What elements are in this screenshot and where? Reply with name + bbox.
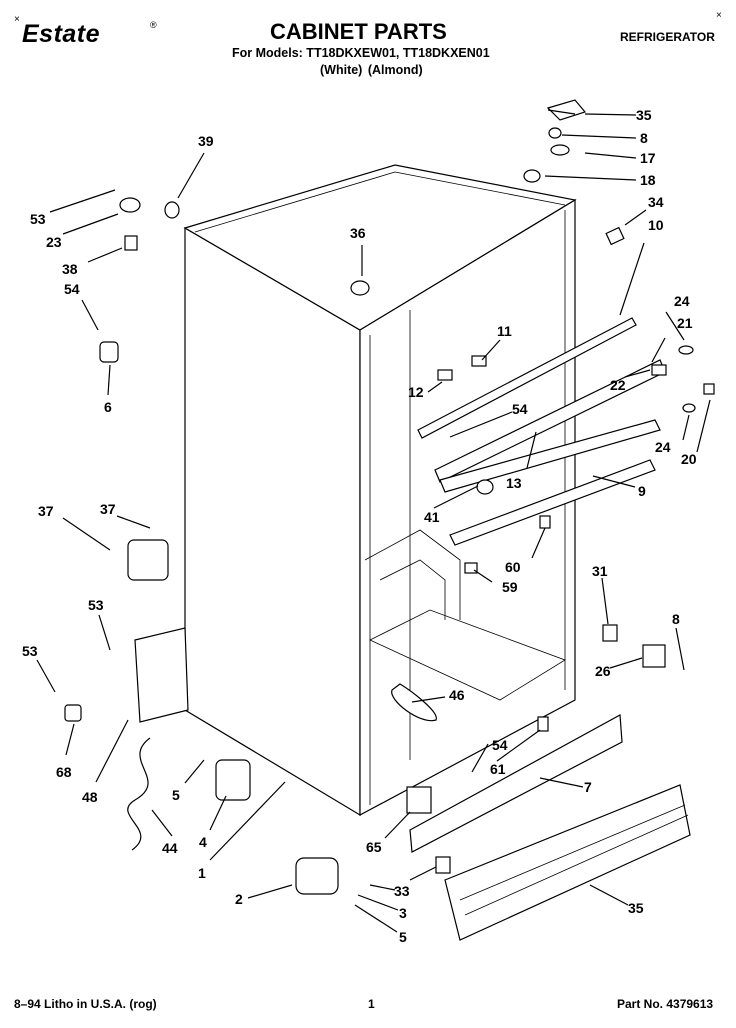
callout-54-left: 54 — [64, 281, 80, 297]
small-part-glyphs — [64, 99, 715, 895]
callout-46: 46 — [449, 687, 465, 703]
footer-print-info: 8–94 Litho in U.S.A. (rog) — [14, 997, 157, 1011]
callout-numbers: 35 8 17 18 34 10 36 39 53 23 38 54 6 11 … — [22, 107, 697, 945]
footer-part-number: Part No. 4379613 — [617, 997, 714, 1011]
callout-60: 60 — [505, 559, 521, 575]
callout-33: 33 — [394, 883, 410, 899]
callout-53-bottom: 53 — [22, 643, 38, 659]
corner-mark-top-right: × — [716, 10, 722, 21]
callout-23: 23 — [46, 234, 62, 250]
leader-lines — [36, 109, 711, 933]
colors-line: (White) (Almond) — [320, 63, 423, 77]
rails-and-panels — [409, 317, 691, 941]
callout-34: 34 — [648, 194, 664, 210]
callout-41: 41 — [424, 509, 440, 525]
callout-24-top: 24 — [674, 293, 690, 309]
callout-26: 26 — [595, 663, 611, 679]
callout-53-top: 53 — [30, 211, 46, 227]
callout-54-mid: 54 — [512, 401, 528, 417]
callout-24-bottom: 24 — [655, 439, 671, 455]
callout-13: 13 — [506, 475, 522, 491]
corner-mark-top-left: × — [14, 14, 20, 25]
callout-31: 31 — [592, 563, 608, 579]
callout-35: 35 — [628, 900, 644, 916]
callout-38: 37 — [38, 503, 54, 519]
callout-65: 65 — [366, 839, 382, 855]
callout-39: 38 — [62, 261, 78, 277]
callout-5-bottom: 5 — [399, 929, 407, 945]
callout-8-right: 8 — [672, 611, 680, 627]
callout-68: 68 — [56, 764, 72, 780]
callout-59: 59 — [502, 579, 518, 595]
brand-trademark: ® — [150, 20, 157, 30]
callout-2: 2 — [235, 891, 243, 907]
callout-53-mid: 53 — [88, 597, 104, 613]
callout-18: 18 — [640, 172, 656, 188]
callout-44: 44 — [162, 840, 178, 856]
callout-3: 3 — [399, 905, 407, 921]
callout-40: 39 — [198, 133, 214, 149]
callout-12: 12 — [408, 384, 424, 400]
callout-10: 10 — [648, 217, 664, 233]
callout-17: 17 — [640, 150, 656, 166]
callout-5-left: 5 — [172, 787, 180, 803]
page-title: CABINET PARTS — [270, 19, 447, 44]
callout-8-top: 8 — [640, 130, 648, 146]
callout-20: 20 — [681, 451, 697, 467]
callout-11: 11 — [497, 323, 512, 339]
category-label: REFRIGERATOR — [620, 30, 715, 44]
callout-54-bottom: 54 — [492, 737, 508, 753]
footer-page-number: 1 — [368, 997, 375, 1011]
brand-logo: Estate — [22, 20, 101, 48]
callout-22: 22 — [610, 377, 626, 393]
callout-1: 1 — [198, 865, 206, 881]
callout-21: 21 — [677, 315, 693, 331]
callout-61: 61 — [490, 761, 506, 777]
models-line: For Models: TT18DKXEW01, TT18DKXEN01 — [232, 46, 490, 60]
callout-7: 7 — [584, 779, 592, 795]
callout-48: 48 — [82, 789, 98, 805]
callout-19: 35 — [636, 107, 652, 123]
cabinet-shell — [183, 164, 577, 817]
callout-37: 37 — [100, 501, 116, 517]
callout-4: 4 — [199, 834, 207, 850]
callout-36: 36 — [350, 225, 366, 241]
callout-9: 9 — [638, 483, 646, 499]
callout-6: 6 — [104, 399, 112, 415]
